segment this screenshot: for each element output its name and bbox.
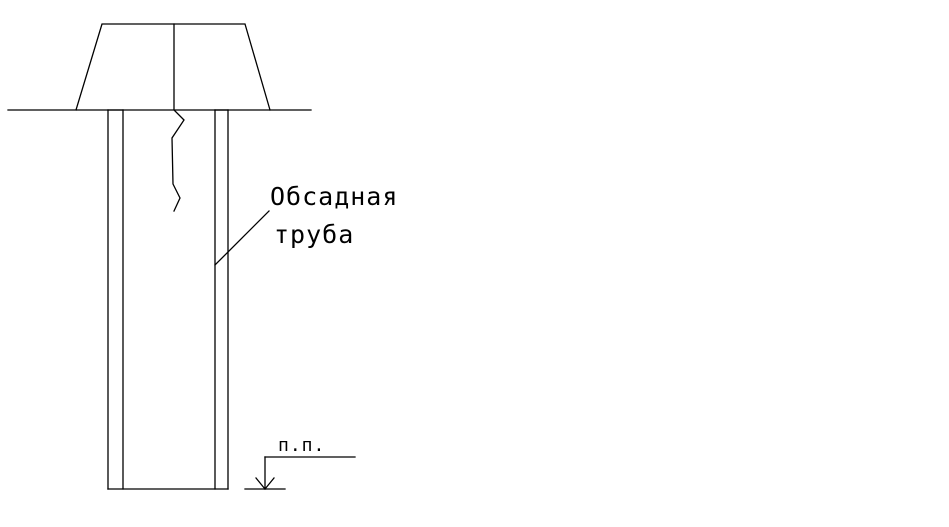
casing-leader-line (214, 210, 270, 266)
ground-level-mark: п.п. (244, 435, 356, 491)
cone-head (75, 23, 271, 212)
mark-arrow (255, 477, 275, 491)
ground-mark-label: п.п. (278, 435, 325, 456)
cone-outline (75, 23, 271, 111)
casing-label-line1: Обсадная (270, 182, 398, 211)
casing-pipe (107, 109, 229, 490)
casing-label-line2: труба (274, 220, 354, 249)
cone-center-crack (171, 23, 185, 212)
